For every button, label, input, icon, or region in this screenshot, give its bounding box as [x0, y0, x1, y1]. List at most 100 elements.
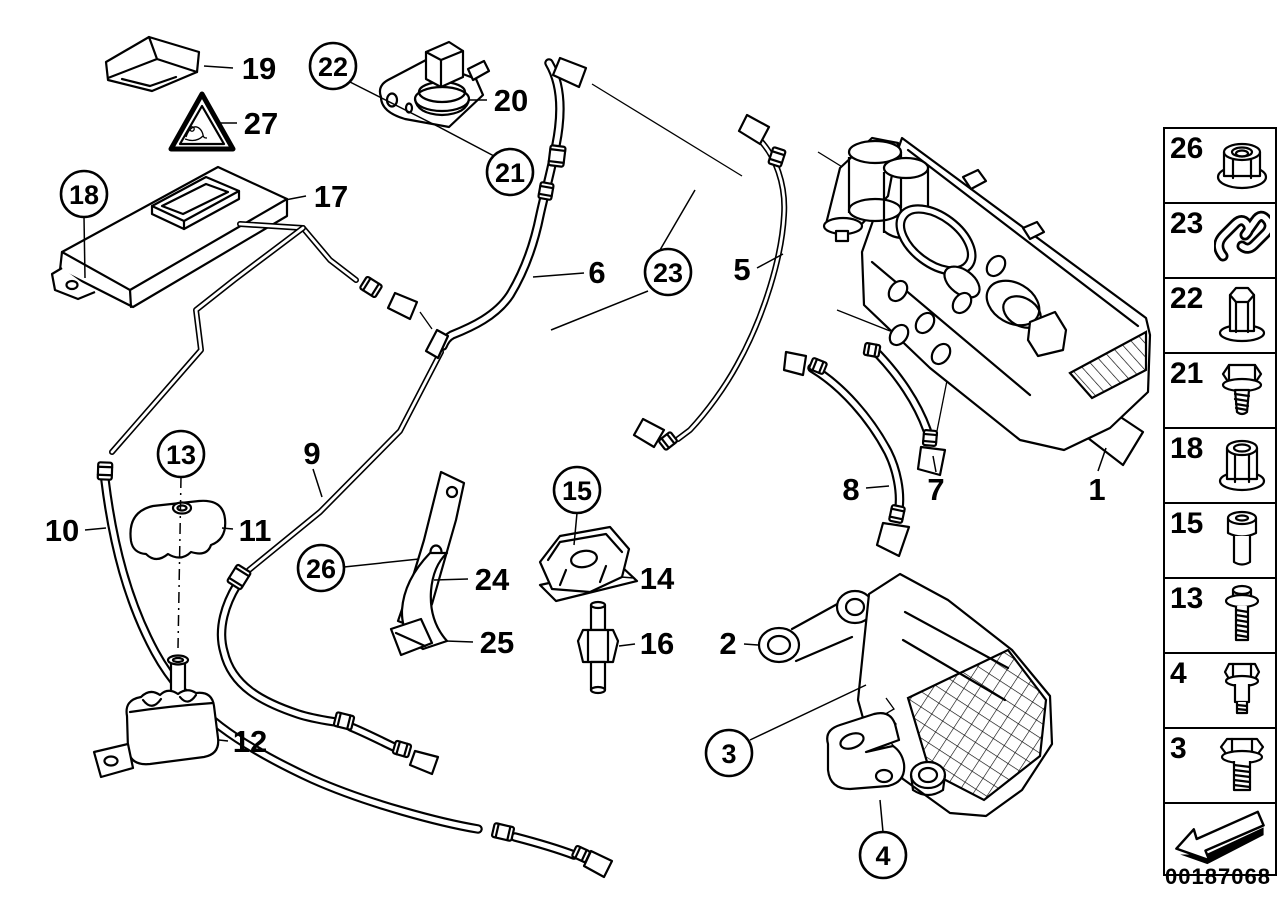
callout-circle[interactable]: [59, 169, 109, 219]
callout-number[interactable]: 27: [244, 106, 278, 141]
callout-number[interactable]: 1: [1088, 472, 1105, 507]
callout-circle[interactable]: [704, 728, 754, 778]
part-20-valve: [378, 40, 491, 129]
callout-number[interactable]: 18: [69, 180, 99, 210]
callout-number[interactable]: 21: [495, 158, 525, 188]
callout-number[interactable]: 22: [318, 52, 348, 82]
callout-circled-18[interactable]: 18: [59, 169, 109, 279]
callout-17[interactable]: 17: [284, 179, 348, 214]
pipes-and-hoses: [100, 58, 932, 860]
callout-24[interactable]: 24: [433, 562, 510, 597]
callout-leader: [756, 253, 784, 269]
callout-leader: [433, 578, 469, 581]
callout-leader: [1097, 447, 1107, 472]
hose-unions: [96, 144, 1097, 864]
callout-5[interactable]: 5: [733, 252, 784, 287]
callout-circle[interactable]: [552, 465, 602, 515]
callout-circled-15[interactable]: 15: [552, 465, 602, 546]
spring-clip-icon: [1213, 207, 1271, 273]
callout-number[interactable]: 9: [303, 436, 320, 471]
callout-circled-4[interactable]: 4: [858, 799, 908, 880]
callout-number[interactable]: 8: [842, 472, 859, 507]
callout-leader: [749, 684, 867, 741]
callout-9[interactable]: 9: [303, 436, 323, 498]
callout-20[interactable]: 20: [469, 83, 528, 118]
callout-circled-13[interactable]: 13: [156, 429, 206, 649]
image-number: 00187068: [1165, 864, 1271, 889]
callout-7[interactable]: 7: [927, 455, 945, 507]
legend-direction-box: [1165, 804, 1275, 874]
callout-circled-22[interactable]: 22: [308, 41, 440, 128]
direction-arrow-icon: [1168, 806, 1270, 870]
flange-screw-icon: [1213, 357, 1271, 423]
callout-number[interactable]: 6: [588, 255, 605, 290]
callout-14[interactable]: 14: [620, 561, 675, 596]
callout-leader: [218, 739, 229, 742]
callout-number[interactable]: 16: [640, 626, 674, 661]
callout-number[interactable]: 14: [640, 561, 675, 596]
callout-leader: [932, 455, 937, 473]
part-16-valve: [576, 600, 620, 695]
callout-number[interactable]: 10: [45, 513, 79, 548]
callout-number[interactable]: 5: [733, 252, 750, 287]
callout-leader: [618, 643, 636, 647]
callout-number[interactable]: 24: [475, 562, 510, 597]
callout-6[interactable]: 6: [532, 255, 606, 290]
callout-number[interactable]: 20: [494, 83, 528, 118]
legend-item-18: 18: [1165, 429, 1275, 504]
callout-circled-3[interactable]: 3: [704, 684, 867, 778]
callout-circle[interactable]: [485, 147, 535, 197]
legend-item-3: 3: [1165, 729, 1275, 804]
callout-2[interactable]: 2: [719, 626, 759, 661]
callout-circle[interactable]: [858, 830, 908, 880]
callout-leader: [203, 65, 234, 69]
callout-number[interactable]: 12: [233, 724, 267, 759]
callout-number[interactable]: 3: [721, 739, 736, 769]
callout-number[interactable]: 17: [314, 179, 348, 214]
callout-leader: [550, 290, 649, 331]
callout-19[interactable]: 19: [203, 51, 276, 86]
callout-circle[interactable]: [156, 429, 206, 479]
callout-leader: [879, 799, 884, 833]
callout-circled-26[interactable]: 26: [296, 543, 420, 593]
callout-number[interactable]: 7: [927, 472, 944, 507]
callout-1[interactable]: 1: [1088, 447, 1107, 507]
callout-27[interactable]: 27: [219, 106, 278, 141]
callout-circle[interactable]: [308, 41, 358, 91]
callout-number[interactable]: 25: [480, 625, 514, 660]
callout-leader: [438, 126, 495, 157]
callout-leader: [532, 272, 585, 278]
callout-number[interactable]: 23: [653, 258, 683, 288]
callout-leader: [312, 468, 323, 498]
callout-12[interactable]: 12: [218, 724, 267, 759]
hex-flange-bolt-icon: [1213, 732, 1271, 798]
callout-leader: [659, 189, 696, 251]
legend-item-26: 26: [1165, 129, 1275, 204]
callout-number[interactable]: 13: [166, 440, 196, 470]
part-14-clamp: [538, 525, 639, 603]
callout-number[interactable]: 11: [239, 513, 272, 548]
callout-circled-23[interactable]: 23: [550, 189, 696, 331]
legend-item-21: 21: [1165, 354, 1275, 429]
callout-number[interactable]: 2: [719, 626, 736, 661]
part-17-control-unit: [50, 165, 289, 309]
callout-circled-21[interactable]: 21: [438, 126, 535, 197]
socket-head-screw-icon: [1213, 507, 1271, 573]
callout-number[interactable]: 19: [242, 51, 276, 86]
callout-10[interactable]: 10: [45, 513, 107, 548]
callout-number[interactable]: 15: [562, 476, 592, 506]
callout-11[interactable]: 11: [221, 513, 272, 548]
callout-leader: [177, 476, 182, 649]
legend-item-number: 23: [1170, 207, 1204, 240]
callout-16[interactable]: 16: [618, 626, 674, 661]
callout-25[interactable]: 25: [445, 625, 514, 660]
callout-8[interactable]: 8: [842, 472, 890, 507]
part-11-damper: [129, 499, 227, 561]
callout-circle[interactable]: [643, 247, 693, 297]
legend-item-13: 13: [1165, 579, 1275, 654]
callout-circle[interactable]: [296, 543, 346, 593]
callout-number[interactable]: 4: [875, 841, 890, 871]
callout-number[interactable]: 26: [306, 554, 336, 584]
